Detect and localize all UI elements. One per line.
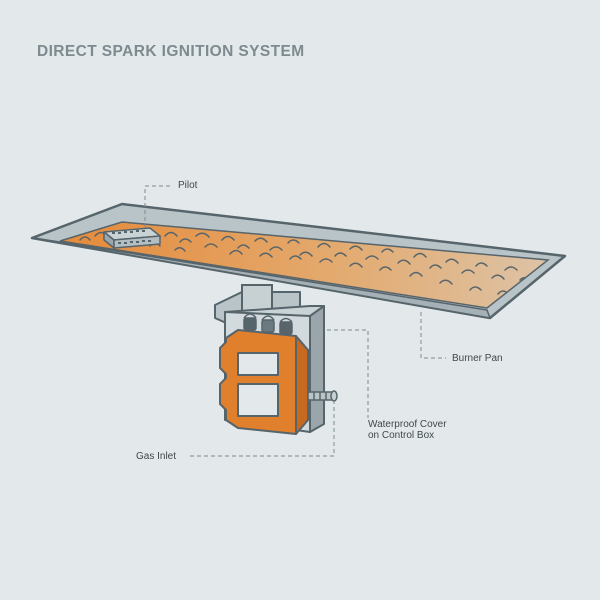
control-components [243,313,293,335]
label-waterproof-cover-line2: on Control Box [368,430,435,441]
diagram-title: DIRECT SPARK IGNITION SYSTEM [37,43,305,60]
pilot-leader [144,185,170,228]
lava-media [59,221,550,309]
label-pilot: Pilot [178,180,198,191]
gas-inlet-leader [190,402,335,457]
gas-inlet-fitting [307,390,338,402]
label-waterproof-cover: Waterproof Cover on Control Box [368,419,447,441]
label-waterproof-cover-line1: Waterproof Cover [368,419,447,430]
burner-pan-front [31,237,491,319]
burner-pan-leader [420,312,446,359]
label-burner-pan: Burner Pan [452,353,503,364]
pilot-assembly [103,227,161,249]
cover-leader [327,329,369,418]
media-pebbles [79,231,531,295]
label-gas-inlet: Gas Inlet [136,451,177,462]
control-box [219,329,309,435]
